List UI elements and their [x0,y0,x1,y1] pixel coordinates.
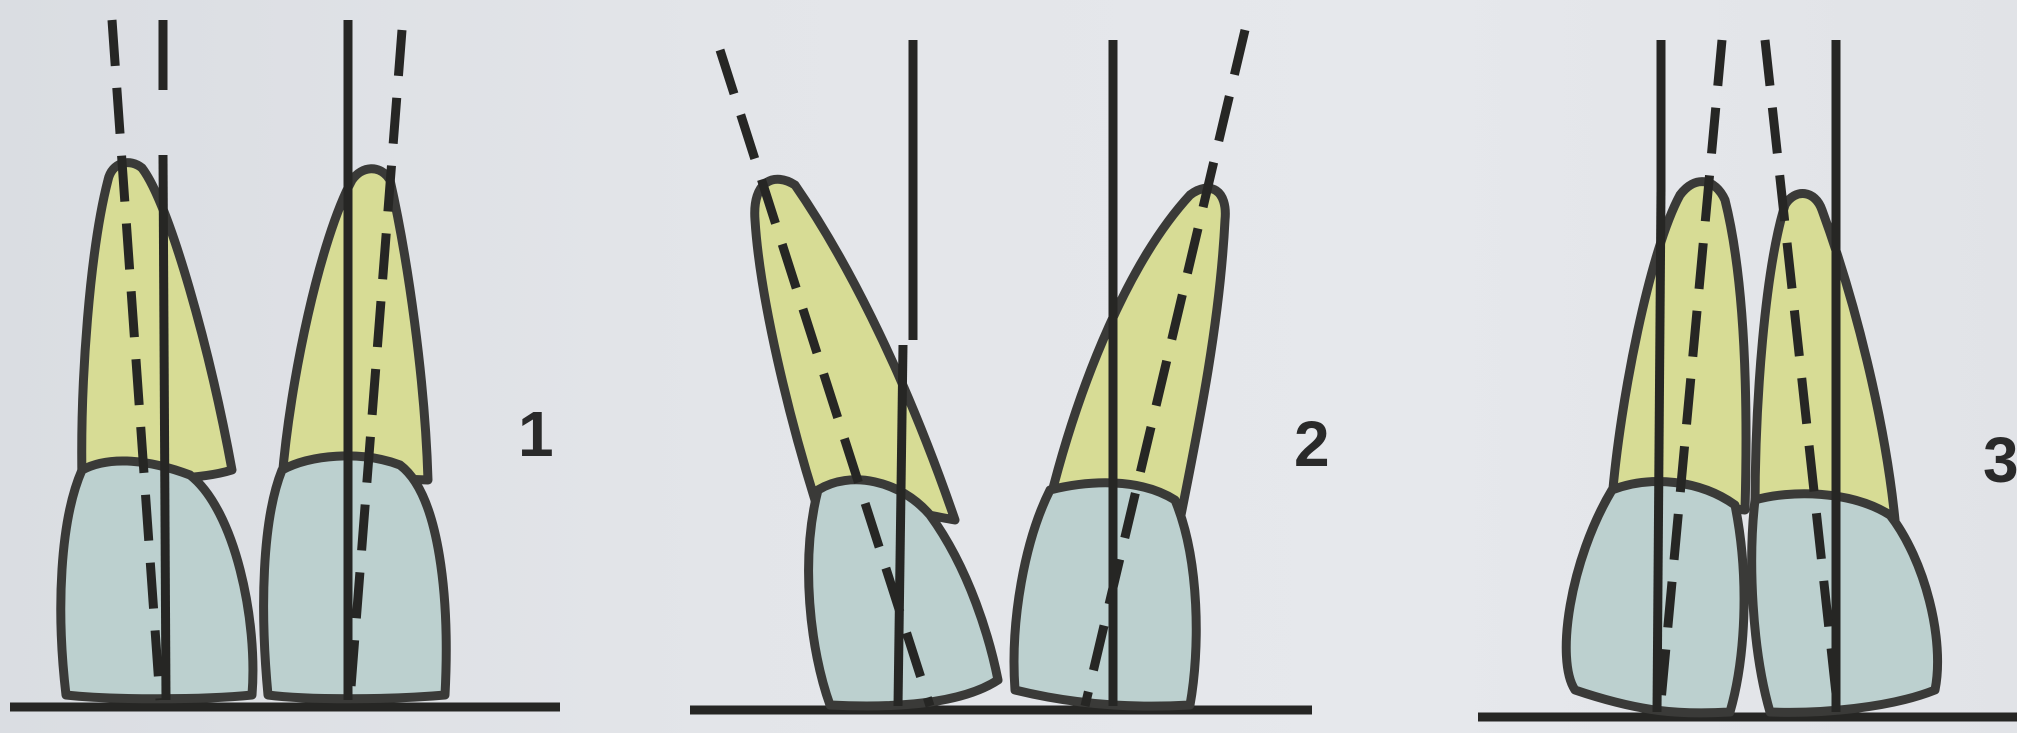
figure-3-group [1478,40,2017,717]
crown-axis-line [898,345,903,706]
figure-1-left-tooth [61,20,253,700]
crown [1752,494,1938,713]
figure-2-group [690,30,1312,710]
crown-axis-line [163,155,166,700]
root [1755,194,1895,520]
figure-1-group [10,20,560,707]
crown-axis-line [1657,190,1661,712]
figure-3-number: 3 [1983,428,2017,492]
figure-3-right-tooth [1752,40,1938,712]
figure-1-right-tooth [264,20,447,700]
root [82,163,232,480]
figure-3-left-tooth [1566,40,1746,713]
figure-2-left-tooth [720,40,998,706]
root [282,169,428,480]
figure-2-right-tooth [1014,30,1245,706]
figure-2-number: 2 [1294,412,1330,476]
crown [1014,483,1196,706]
figure-1-number: 1 [518,402,554,466]
